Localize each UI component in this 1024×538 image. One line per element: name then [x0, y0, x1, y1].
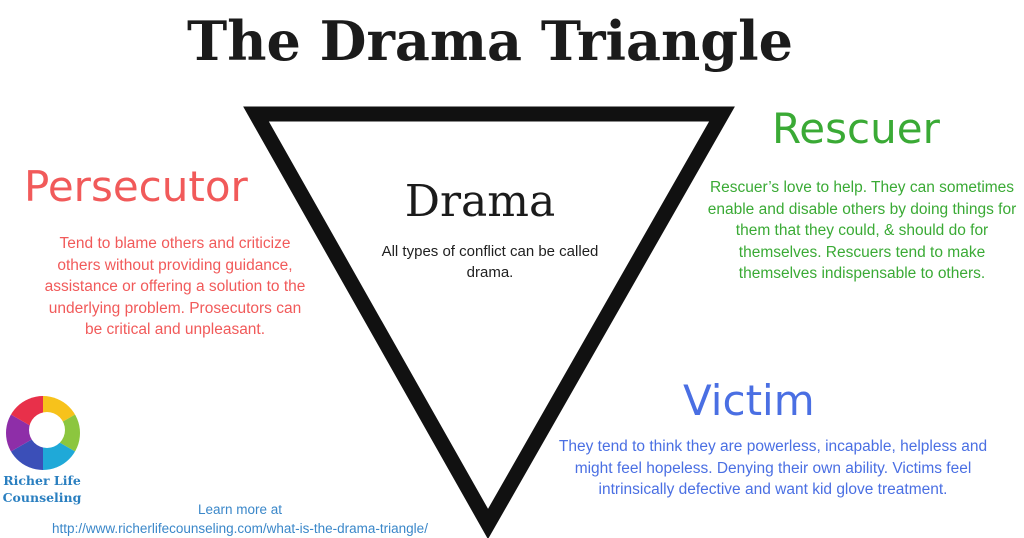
- logo-wordmark: Richer Life Counseling: [0, 472, 84, 506]
- persecutor-title: Persecutor: [24, 162, 248, 211]
- learn-more-label: Learn more at: [197, 502, 283, 517]
- center-description: All types of conflict can be called dram…: [381, 243, 599, 281]
- center-heading: Drama: [404, 176, 556, 227]
- learn-more-footer: Learn more at http://www.richerlifecouns…: [50, 500, 430, 538]
- logo-line-1: Richer Life: [3, 473, 81, 488]
- victim-description: They tend to think they are powerless, i…: [558, 438, 988, 498]
- rainbow-ring-icon: [6, 396, 80, 470]
- victim-title: Victim: [683, 376, 815, 425]
- persecutor-description: Tend to blame others and criticize other…: [44, 235, 306, 338]
- page-title: The Drama Triangle: [187, 9, 793, 73]
- rescuer-description: Rescuer’s love to help. They can sometim…: [707, 179, 1017, 282]
- logo-line-2: Counseling: [2, 490, 82, 505]
- learn-more-link[interactable]: http://www.richerlifecounseling.com/what…: [52, 521, 428, 536]
- rescuer-title: Rescuer: [772, 104, 940, 153]
- triangle-outline: [243, 106, 735, 538]
